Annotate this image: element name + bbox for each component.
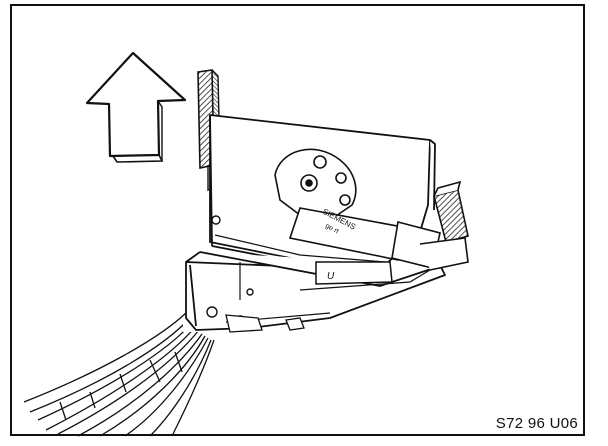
base-label-plate: U bbox=[315, 261, 393, 285]
rotary-cam bbox=[274, 148, 410, 261]
base-marking-text: U bbox=[327, 271, 335, 282]
figure-reference-code: S72 96 U06 bbox=[495, 415, 578, 432]
arrow-up-icon bbox=[85, 51, 187, 158]
wire-harness bbox=[23, 311, 215, 437]
lever-stalk bbox=[391, 180, 469, 271]
figure-frame bbox=[10, 4, 585, 436]
